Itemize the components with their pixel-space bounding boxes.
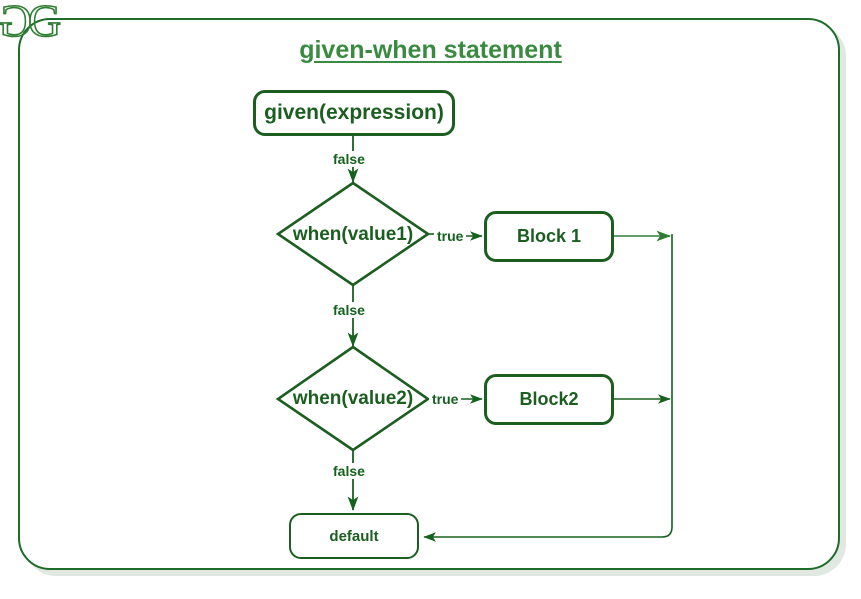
svg-text:G: G <box>28 0 61 46</box>
node-block1[interactable]: Block 1 <box>484 211 614 262</box>
page-title: given-when statement <box>299 36 562 64</box>
edge-label-false-when1: false <box>330 302 368 318</box>
node-given-expression[interactable]: given(expression) <box>253 90 455 136</box>
geeksforgeeks-logo: G G <box>0 0 62 47</box>
node-default[interactable]: default <box>289 513 419 559</box>
node-when2-label: when(value2) <box>292 388 414 409</box>
svg-text:G: G <box>0 0 32 46</box>
edge-label-true-when1: true <box>434 228 467 244</box>
edge-label-false-given: false <box>330 151 368 167</box>
edge-label-true-when2: true <box>429 391 462 407</box>
node-block2[interactable]: Block2 <box>484 374 614 425</box>
edge-label-false-when2: false <box>330 463 368 479</box>
node-when1-label: when(value1) <box>292 224 414 245</box>
edge-merge-to-default <box>423 234 673 542</box>
